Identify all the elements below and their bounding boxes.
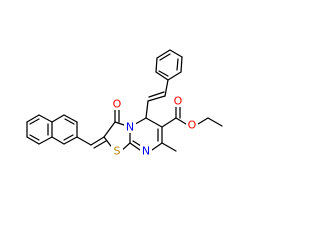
bond xyxy=(93,140,107,149)
oxygen-ester-ether-label: O xyxy=(186,119,198,132)
bond xyxy=(207,117,223,127)
methyl-bond xyxy=(161,142,177,152)
nitrogen-ring-label: N xyxy=(140,145,152,158)
bond xyxy=(148,91,165,98)
bond xyxy=(76,136,92,146)
bond xyxy=(63,136,78,145)
bond xyxy=(132,140,142,147)
bond xyxy=(158,70,169,77)
chemical-structure-diagram: O O O N N S xyxy=(26,49,223,158)
nitrogen-bridge-text: N xyxy=(126,121,134,134)
bond xyxy=(26,114,40,123)
bond xyxy=(180,56,183,73)
sulfur-label: S xyxy=(111,145,123,158)
bond xyxy=(156,49,171,59)
bond xyxy=(169,49,183,58)
nitrogen-ring-text: N xyxy=(142,145,150,158)
naphthalene-group xyxy=(26,114,78,145)
bond xyxy=(51,114,65,123)
bond xyxy=(29,118,40,125)
atom-labels: O O O N N S xyxy=(111,95,198,158)
bond xyxy=(38,136,53,145)
bond xyxy=(64,118,75,125)
oxygen-ester-ether-text: O xyxy=(188,119,197,132)
styryl-group xyxy=(145,49,183,119)
oxygen-ester-carbonyl-label: O xyxy=(172,95,184,108)
bond xyxy=(161,117,177,128)
bond xyxy=(129,142,141,151)
bond xyxy=(145,100,149,119)
bond xyxy=(151,142,163,151)
bond xyxy=(175,117,187,125)
bond xyxy=(167,71,182,81)
oxygen-carbonyl-ring-text: O xyxy=(113,98,122,111)
pyrimidine-ring xyxy=(129,117,163,151)
bond xyxy=(155,57,158,73)
bond xyxy=(63,114,78,123)
sulfur-text: S xyxy=(114,145,121,158)
methylidene-linker xyxy=(76,136,107,149)
bond xyxy=(197,117,209,125)
bond xyxy=(145,117,163,128)
oxygen-carbonyl-ring-label: O xyxy=(111,98,123,111)
bond xyxy=(103,121,116,138)
bond xyxy=(147,95,166,102)
bond xyxy=(176,58,179,71)
bond xyxy=(26,136,40,145)
bond xyxy=(38,114,53,123)
bond xyxy=(63,134,74,141)
bond xyxy=(164,79,169,97)
bond xyxy=(90,136,105,146)
oxygen-ester-carbonyl-text: O xyxy=(174,95,183,108)
bond xyxy=(155,71,169,81)
bond xyxy=(159,53,171,61)
bond xyxy=(29,134,40,141)
bond xyxy=(51,136,65,145)
nitrogen-bridge-label: N xyxy=(124,121,136,134)
